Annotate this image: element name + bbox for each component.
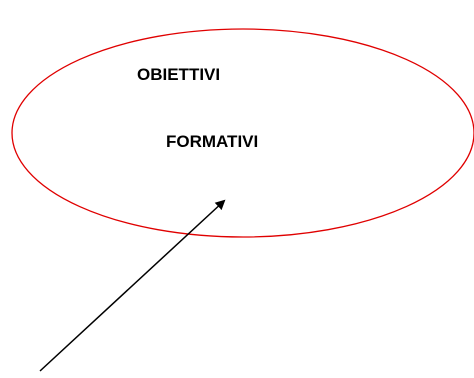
ellipse-label-line-1: OBIETTIVI (137, 65, 220, 84)
ellipse-label-line-2: FORMATIVI (166, 132, 258, 151)
pointer-arrow (39, 199, 226, 372)
objectives-ellipse (11, 28, 474, 238)
